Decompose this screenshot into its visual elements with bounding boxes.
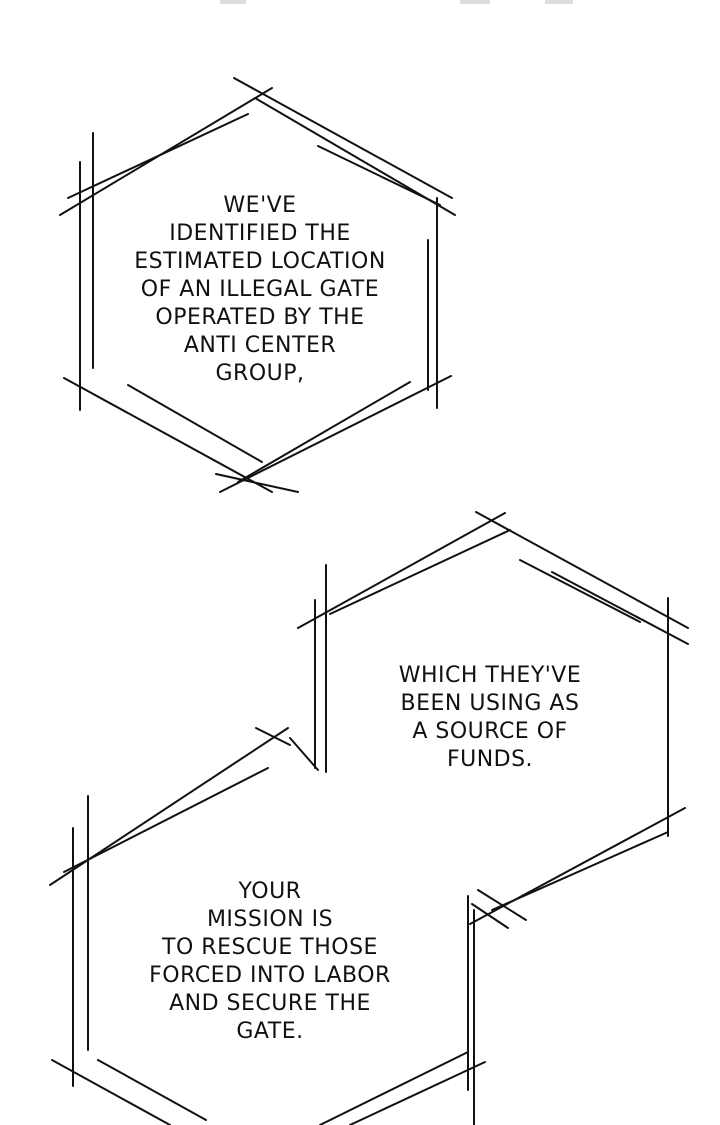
speech-line: OF AN ILLEGAL GATE [140, 277, 380, 302]
top-edge-mark [220, 0, 246, 4]
speech-line: AND SECURE THE [169, 991, 371, 1016]
speech-line: BEEN USING AS [400, 691, 580, 716]
speech-bubble-3-text: YOUR MISSION IS TO RESCUE THOSE FORCED I… [110, 878, 430, 1046]
speech-line: MISSION IS [206, 907, 334, 932]
speech-line: GATE. [236, 1019, 304, 1044]
hexagon-bubble-1-frame [59, 77, 456, 493]
top-edge-mark [460, 0, 490, 4]
speech-line: TO RESCUE THOSE [162, 935, 378, 960]
hexagon-bubble-3-frame [49, 727, 486, 1125]
speech-line: IDENTIFIED THE [169, 221, 351, 246]
speech-line: FUNDS. [446, 747, 534, 772]
speech-line: A SOURCE OF [412, 719, 568, 744]
speech-line: YOUR [238, 879, 302, 904]
speech-line: WE'VE [223, 193, 297, 218]
speech-line: OPERATED BY THE [155, 305, 365, 330]
speech-bubble-1-text: WE'VE IDENTIFIED THE ESTIMATED LOCATION … [90, 192, 430, 388]
speech-bubble-2-text: WHICH THEY'VE BEEN USING AS A SOURCE OF … [360, 662, 620, 774]
speech-line: ESTIMATED LOCATION [134, 249, 386, 274]
hexagon-bubble-2-frame [255, 511, 689, 929]
speech-line: FORCED INTO LABOR [149, 963, 391, 988]
top-edge-mark [545, 0, 573, 4]
speech-line: ANTI CENTER [183, 333, 337, 358]
speech-line: WHICH THEY'VE [398, 663, 582, 688]
speech-line: GROUP, [215, 361, 305, 386]
